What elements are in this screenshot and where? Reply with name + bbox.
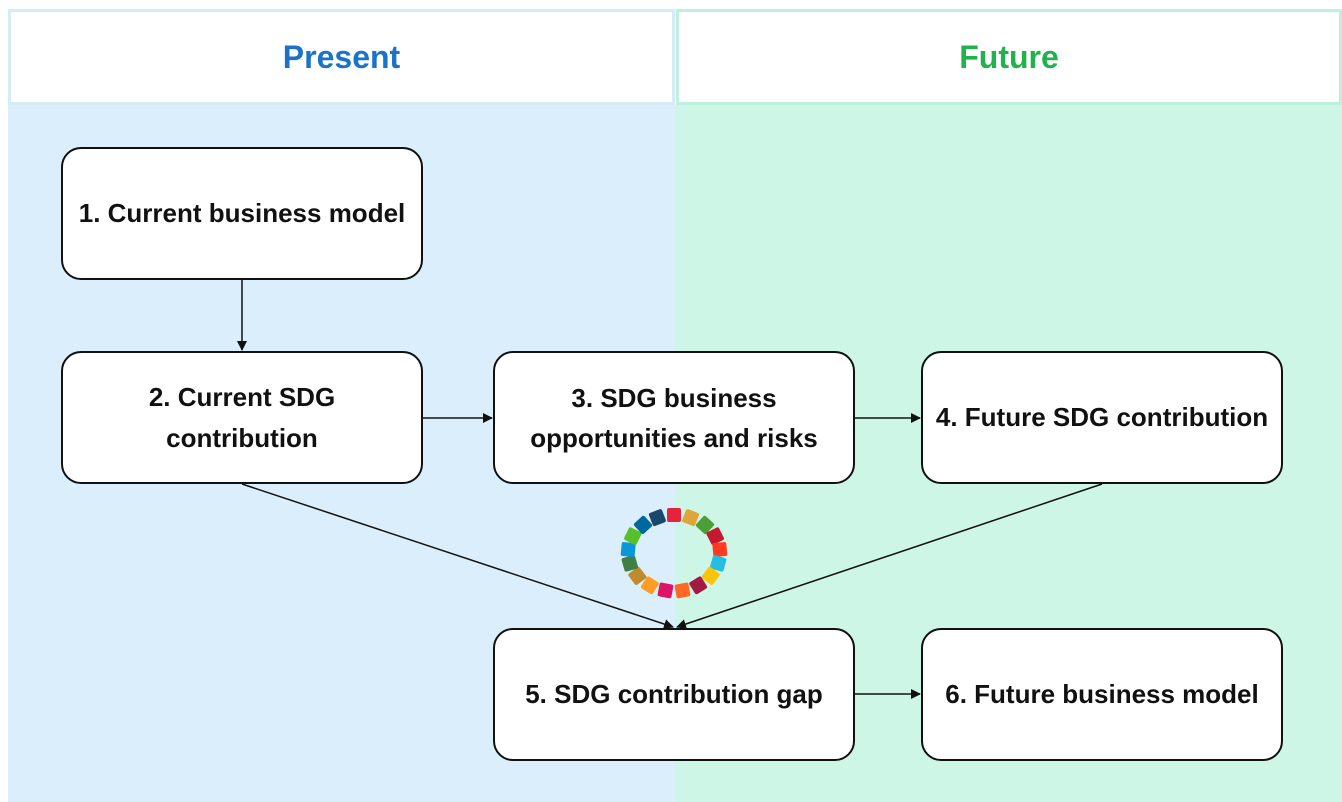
- step-5-sdg-contribution-gap: 5. SDG contribution gap: [493, 628, 855, 761]
- sdg-wheel-tile: [621, 555, 638, 572]
- sdg-wheel-tile: [695, 515, 715, 534]
- step-1-current-business-model: 1. Current business model: [61, 147, 423, 280]
- sdg-wheel-tile: [624, 527, 642, 545]
- sdg-wheel-tile: [628, 566, 647, 585]
- arrow-2-to-5: [241, 483, 674, 629]
- sdg-wheel-tile: [667, 508, 681, 522]
- future-heading: Future: [676, 9, 1342, 105]
- arrow-4-to-5: [676, 483, 1103, 629]
- sdg-wheel-tile: [712, 542, 728, 557]
- sdg-wheel-tile: [701, 566, 720, 585]
- sdg-wheel-tile: [682, 509, 700, 527]
- present-heading: Present: [8, 9, 675, 105]
- sdg-wheel-tile: [633, 515, 653, 534]
- sdg-wheel-tile: [689, 576, 708, 595]
- sdg-wheel-tile: [706, 527, 724, 545]
- sdg-wheel-tile: [710, 555, 727, 572]
- step-2-current-sdg-contribution: 2. Current SDG contribution: [61, 351, 423, 484]
- sdg-wheel-tile: [674, 582, 691, 599]
- sdg-wheel-tile: [640, 576, 659, 595]
- sdg-wheel-tile: [648, 509, 666, 527]
- step-6-future-business-model: 6. Future business model: [921, 628, 1283, 761]
- sdg-wheel-tile: [620, 542, 636, 557]
- sdg-wheel-tile: [657, 582, 674, 599]
- sdg-wheel-icon: [620, 508, 728, 599]
- step-3-sdg-opportunities-risks: 3. SDG business opportunities and risks: [493, 351, 855, 484]
- step-4-future-sdg-contribution: 4. Future SDG contribution: [921, 351, 1283, 484]
